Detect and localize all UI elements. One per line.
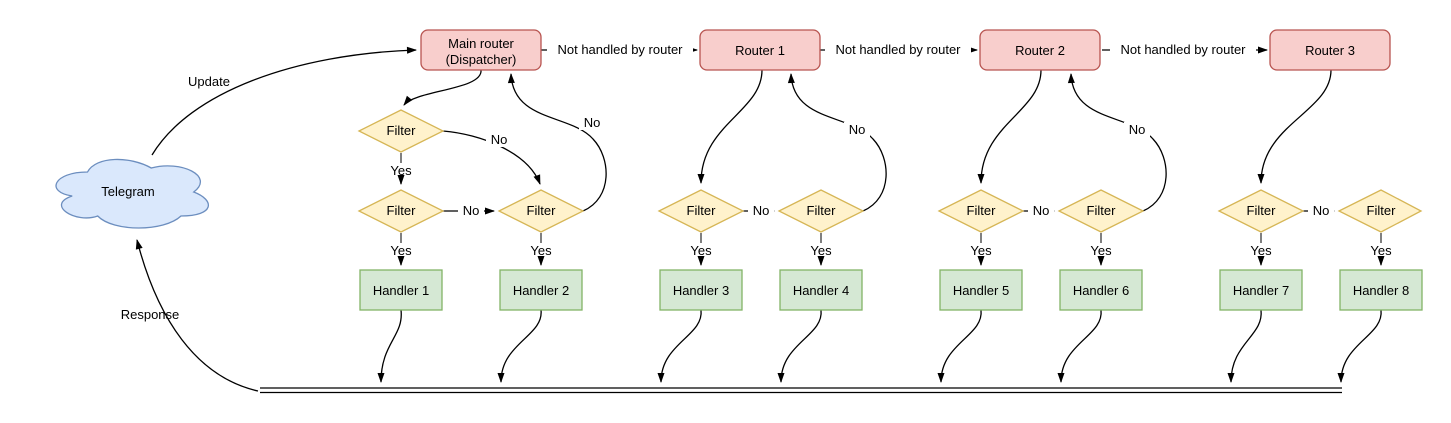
no-label: No [463,203,480,218]
handler-5-label: Handler 5 [953,283,1009,298]
handler2-to-bus-edge [497,309,542,383]
dispatcher-to-filter-edge [403,69,482,106]
dispatcher-box [420,29,542,71]
router2-to-filter-edge [977,69,1042,184]
router-2-box [979,29,1101,71]
handler3-to-bus-edge [657,309,702,383]
handler-5-node: Handler 5 [939,269,1023,311]
filter-r2-b-node: Filter [1057,189,1145,233]
router3-to-filter-edge [1257,69,1332,184]
no-label: No [584,115,601,130]
router-1-label: Router 1 [735,43,785,58]
handler-4-label: Handler 4 [793,283,849,298]
handler-7-label: Handler 7 [1233,283,1289,298]
update-label: Update [188,74,230,89]
handler1-to-bus-edge [377,309,402,383]
filter-label: Filter [1247,203,1277,218]
not-handled-label-2: Not handled by router [835,42,961,57]
not-handled-label-3: Not handled by router [1120,42,1246,57]
router-3-node: Router 3 [1269,29,1391,71]
handler-2-node: Handler 2 [499,269,583,311]
no-label: No [849,122,866,137]
yes-label: Yes [970,243,992,258]
response-bus-line [260,387,1342,394]
cloud-shape [55,158,210,229]
handler6-to-bus-edge [1057,309,1102,383]
yes-label: Yes [1250,243,1272,258]
handler-8-node: Handler 8 [1339,269,1423,311]
dispatcher-label-line2: (Dispatcher) [446,52,517,67]
router1-to-filter-edge [697,69,763,184]
no-label: No [1129,122,1146,137]
dispatcher-label-line1: Main router [448,36,514,51]
yes-label: Yes [690,243,712,258]
router-1-box [699,29,821,71]
filter-r3-a-node: Filter [1217,189,1305,233]
filter-label: Filter [807,203,837,218]
handler-4-node: Handler 4 [779,269,863,311]
yes-label: Yes [530,243,552,258]
filter-label: Filter [967,203,997,218]
handler4-to-bus-edge [777,309,822,383]
yes-connectors [397,153,1385,266]
handler-6-label: Handler 6 [1073,283,1129,298]
response-label: Response [121,307,180,322]
router-1-node: Router 1 [699,29,821,71]
handler8-to-bus-edge [1337,309,1382,383]
filter-main-c-node: Filter [497,189,585,233]
filter-label: Filter [687,203,717,218]
router-3-label: Router 3 [1305,43,1355,58]
filter-label: Filter [387,203,417,218]
yes-label: Yes [1090,243,1112,258]
handler-3-node: Handler 3 [659,269,743,311]
no-loop-to-router2-edge [1067,73,1167,212]
update-edge [151,46,417,156]
response-edge [135,239,259,392]
edge-labels: Update Response Not handled by router No… [121,42,1392,322]
filter-r1-b-node: Filter [777,189,865,233]
handler5-to-bus-edge [937,309,982,383]
not-handled-label-1: Not handled by router [557,42,683,57]
telegram-label: Telegram [101,184,154,199]
no-label: No [491,132,508,147]
yes-label: Yes [810,243,832,258]
handler-2-label: Handler 2 [513,283,569,298]
telegram-cloud: Telegram [55,158,210,229]
handler-7-node: Handler 7 [1219,269,1303,311]
handler-6-node: Handler 6 [1059,269,1143,311]
no-loop-to-dispatcher-edge [507,73,607,212]
handler-8-label: Handler 8 [1353,283,1409,298]
filter-label: Filter [387,123,417,138]
filter-label: Filter [1367,203,1397,218]
no-loop-to-router1-edge [787,73,887,212]
router-2-node: Router 2 [979,29,1101,71]
yes-label: Yes [1370,243,1392,258]
no-label: No [1313,203,1330,218]
filter-label: Filter [1087,203,1117,218]
router-3-box [1269,29,1391,71]
filter-label: Filter [527,203,557,218]
filter-r2-a-node: Filter [937,189,1025,233]
handler7-to-bus-edge [1227,309,1262,383]
filter-main-a-node: Filter [357,109,445,153]
filter-r1-a-node: Filter [657,189,745,233]
no-label: No [1033,203,1050,218]
yes-label: Yes [390,243,412,258]
router-2-label: Router 2 [1015,43,1065,58]
filter-r3-b-node: Filter [1337,189,1423,233]
yes-label: Yes [390,163,412,178]
filter-main-b-node: Filter [357,189,445,233]
handler-1-node: Handler 1 [359,269,443,311]
handler-1-label: Handler 1 [373,283,429,298]
dispatcher-node: Main router (Dispatcher) [420,29,542,71]
handler-3-label: Handler 3 [673,283,729,298]
no-label: No [753,203,770,218]
